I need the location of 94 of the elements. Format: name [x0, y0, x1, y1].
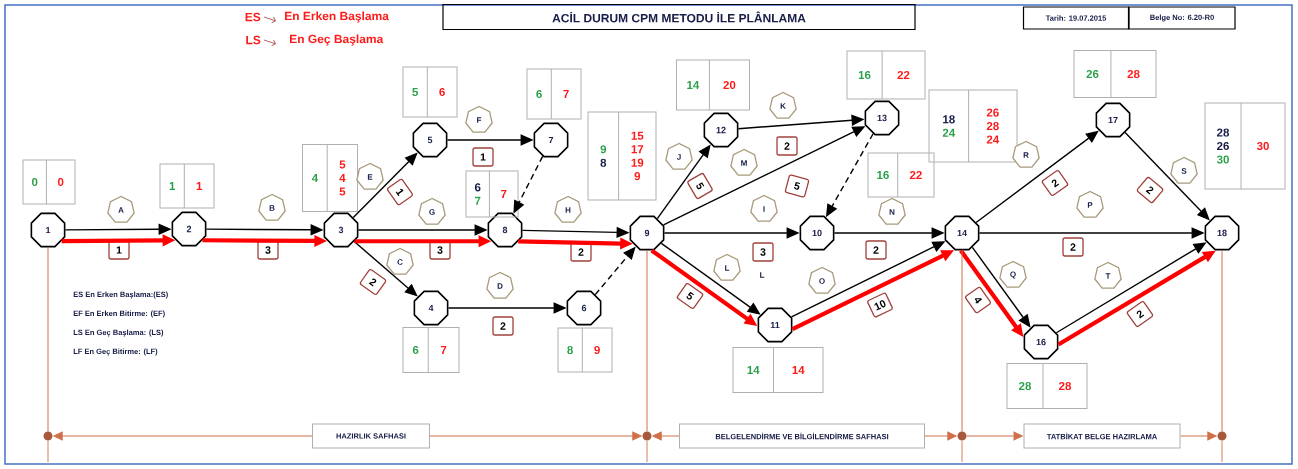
- activity-heptagon: L: [713, 253, 741, 281]
- arrow: [353, 240, 418, 297]
- event-octagon: 13: [864, 100, 900, 136]
- activity-heptagon: A: [107, 195, 135, 223]
- arrow: [975, 130, 1099, 224]
- event-octagon: 3: [323, 212, 359, 248]
- time-box: 14 20: [676, 59, 750, 111]
- duration-box: 10: [867, 292, 893, 318]
- duration-box: 3: [429, 240, 451, 260]
- activity-heptagon: H: [554, 195, 582, 223]
- phase-arrow: [429, 431, 642, 441]
- duration-box: 2: [1136, 176, 1164, 204]
- time-box: 28 28: [1006, 363, 1088, 409]
- time-box: 18 24 26 28 24: [928, 89, 1018, 163]
- duration-box: 1: [108, 240, 130, 260]
- duration-box: 2: [1041, 170, 1069, 196]
- time-box: 16 22: [846, 50, 926, 100]
- duration-box: 2: [1126, 301, 1154, 327]
- arrow: [352, 152, 418, 219]
- time-box: 5 6: [402, 66, 458, 118]
- event-octagon: 6: [566, 290, 602, 326]
- activity-heptagon: Q: [999, 260, 1027, 288]
- event-octagon: 7: [533, 122, 569, 158]
- activity-heptagon: T: [1094, 261, 1122, 289]
- duration-box: 1: [472, 147, 494, 167]
- phase-arrow: [966, 431, 1023, 441]
- time-box: 4 5 4 5: [302, 144, 358, 212]
- duration-box: 2: [776, 136, 798, 156]
- duration-box: 1: [387, 178, 413, 206]
- activity-heptagon: J: [665, 142, 693, 170]
- event-octagon: 8: [487, 212, 523, 248]
- activity-heptagon: R: [1012, 140, 1040, 168]
- time-box: 6 7 7: [465, 170, 519, 218]
- activity-heptagon: I: [750, 194, 778, 222]
- time-box: 0 0: [22, 159, 76, 205]
- event-octagon: 14: [944, 215, 980, 251]
- time-box: 16 22: [867, 152, 935, 198]
- time-box: 28 26 30 30: [1204, 102, 1286, 190]
- event-octagon: 17: [1095, 102, 1131, 138]
- event-octagon: 1: [30, 212, 66, 248]
- event-octagon: 5: [412, 122, 448, 158]
- duration-box: 4: [965, 286, 991, 314]
- event-octagon: 12: [703, 112, 739, 148]
- title: ACİL DURUM CPM METODU İLE PLÂNLAMA: [552, 11, 806, 23]
- phase-arrow: [1180, 431, 1217, 441]
- event-octagon: 2: [171, 211, 207, 247]
- duration-box: 2: [359, 269, 387, 295]
- event-octagon: 18: [1204, 215, 1240, 251]
- duration-box: 3: [752, 242, 774, 262]
- activity-heptagon: F: [465, 105, 493, 133]
- time-box: 6 7: [402, 327, 460, 373]
- event-octagon: 11: [757, 307, 793, 343]
- guide-line: [47, 246, 49, 432]
- duration-box: 5: [687, 172, 713, 200]
- activity-heptagon: N: [878, 197, 906, 225]
- time-box: 14 14: [732, 347, 824, 393]
- guide-line: [646, 249, 648, 432]
- event-octagon: 10: [799, 215, 835, 251]
- guide-line: [1221, 249, 1223, 432]
- activity-heptagon: B: [258, 193, 286, 221]
- time-box: 1 1: [159, 163, 215, 209]
- activity-heptagon: S: [1170, 156, 1198, 184]
- phase-arrow: [924, 431, 957, 441]
- activity-heptagon: K: [769, 91, 797, 119]
- guide-line: [961, 249, 963, 432]
- time-box: 6 7: [526, 68, 582, 120]
- event-octagon: 9: [629, 215, 665, 251]
- event-octagon: 4: [413, 290, 449, 326]
- duration-box: 3: [257, 240, 279, 260]
- duration-box: 2: [492, 316, 514, 336]
- activity-heptagon: E: [356, 162, 384, 190]
- activity-heptagon: P: [1076, 190, 1104, 218]
- activity-heptagon: D: [486, 271, 514, 299]
- phase-arrow: [53, 431, 313, 441]
- abbreviation: ES: [245, 12, 261, 22]
- header-box: [442, 3, 916, 31]
- duration-box: 5: [784, 174, 810, 198]
- abbreviation: LS: [246, 35, 261, 45]
- activity-heptagon: O: [808, 266, 836, 294]
- event-octagon: 16: [1023, 324, 1059, 360]
- time-box: 9 8 15 17 19 9: [587, 111, 657, 201]
- legend-text: En Erken Başlama: [285, 11, 389, 23]
- activity-heptagon: C: [386, 247, 414, 275]
- activity-letter: L: [760, 272, 765, 278]
- activity-heptagon: M: [730, 148, 758, 176]
- activity-heptagon: G: [418, 197, 446, 225]
- duration-box: 2: [1062, 237, 1084, 257]
- duration-box: 2: [570, 242, 592, 262]
- duration-box: 5: [676, 283, 704, 309]
- phase-arrow: [652, 431, 680, 441]
- time-box: 8 9: [557, 327, 613, 373]
- time-box: 26 28: [1073, 50, 1157, 98]
- legend-text: En Geç Başlama: [290, 34, 384, 46]
- duration-box: 2: [865, 240, 887, 260]
